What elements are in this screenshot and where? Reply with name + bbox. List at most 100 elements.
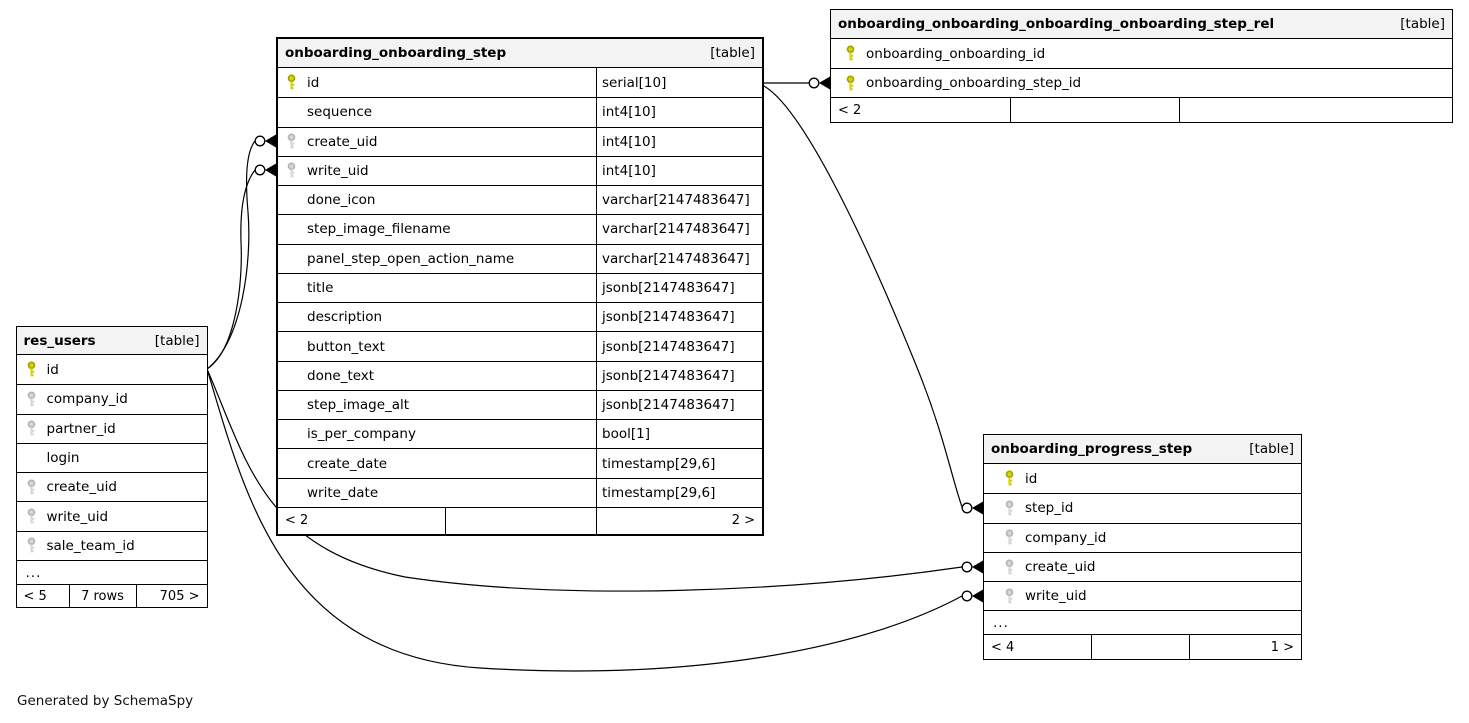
foreign-key-icon bbox=[27, 391, 35, 407]
foreign-key-icon bbox=[27, 420, 35, 436]
table-name-onboarding_onboarding_step[interactable]: onboarding_onboarding_step bbox=[285, 45, 507, 61]
column-name: sequence bbox=[307, 104, 373, 121]
column-type: int4[10] bbox=[596, 127, 762, 156]
footer-cell-2: 2 > bbox=[596, 507, 762, 534]
footer-cell-0: < 2 bbox=[838, 102, 862, 118]
column-row-onboarding_onboarding_id: onboarding_onboarding_id bbox=[831, 39, 1452, 68]
column-name: create_uid bbox=[307, 133, 378, 150]
table-onboarding_onboarding_onboarding_onboarding_step_rel: onboarding_onboarding_onboarding_onboard… bbox=[830, 9, 1453, 123]
footer-cell-0: < 4 bbox=[991, 639, 1015, 655]
column-row-sale_team_id: sale_team_id bbox=[16, 530, 207, 561]
key-icon-slot bbox=[845, 45, 858, 62]
column-row-button_text: button_text jsonb[2147483647] bbox=[278, 331, 762, 361]
column-row-create_uid: create_uid bbox=[984, 551, 1301, 582]
column-row-step_image_filename: step_image_filename varchar[2147483647] bbox=[278, 214, 762, 244]
column-type: varchar[2147483647] bbox=[596, 244, 762, 273]
foreign-key-icon bbox=[1005, 529, 1014, 545]
primary-key-icon bbox=[846, 75, 855, 90]
table-badge: [table] bbox=[710, 45, 755, 61]
foreign-key-icon bbox=[27, 537, 35, 553]
key-icon-slot bbox=[286, 162, 299, 179]
key-icon-slot bbox=[845, 75, 858, 92]
column-name: sale_team_id bbox=[46, 537, 135, 554]
column-name: id bbox=[1025, 470, 1038, 487]
foreign-key-icon bbox=[287, 162, 296, 178]
column-row-partner_id: partner_id bbox=[16, 413, 207, 443]
key-icon-slot bbox=[26, 420, 39, 437]
column-row-id: id bbox=[984, 464, 1301, 494]
relationship-line-res_users-progress-create_uid bbox=[206, 368, 963, 592]
column-type: bool[1] bbox=[596, 420, 762, 449]
column-type: jsonb[2147483647] bbox=[596, 332, 762, 361]
column-type: int4[10] bbox=[596, 156, 762, 186]
fk-endpoint-marker bbox=[961, 501, 983, 515]
ellipsis-text: ... bbox=[993, 614, 1009, 631]
column-name: write_uid bbox=[46, 508, 109, 525]
column-type: jsonb[2147483647] bbox=[596, 361, 762, 390]
primary-key-icon bbox=[27, 361, 35, 377]
column-row-company_id: company_id bbox=[16, 384, 207, 414]
key-icon-slot bbox=[26, 537, 39, 554]
table-badge: [table] bbox=[1400, 16, 1445, 32]
more-columns-row: ... bbox=[984, 610, 1301, 635]
column-row-create_uid: create_uid bbox=[16, 472, 207, 502]
table-footer: < 2 bbox=[831, 97, 1452, 122]
table-name-res_users[interactable]: res_users bbox=[23, 332, 96, 349]
table-header: onboarding_onboarding_step [table] bbox=[278, 39, 762, 68]
column-row-write_uid: write_uid bbox=[984, 581, 1301, 611]
column-name: description bbox=[307, 309, 383, 326]
key-icon-slot bbox=[1004, 500, 1017, 517]
column-name: create_uid bbox=[46, 479, 117, 496]
column-type: jsonb[2147483647] bbox=[596, 273, 762, 303]
key-icon-slot bbox=[286, 74, 299, 91]
table-name-onboarding_progress_step[interactable]: onboarding_progress_step bbox=[991, 441, 1193, 457]
footer-cell-1: 7 rows bbox=[68, 585, 136, 608]
column-name: write_uid bbox=[1025, 588, 1087, 605]
column-type: jsonb[2147483647] bbox=[596, 390, 762, 420]
footer-cell-2 bbox=[1179, 98, 1452, 122]
column-name: login bbox=[46, 450, 80, 467]
key-icon-slot bbox=[26, 479, 39, 496]
more-columns-row: ... bbox=[16, 560, 207, 585]
foreign-key-icon bbox=[27, 508, 35, 524]
column-name: button_text bbox=[307, 338, 385, 355]
foreign-key-icon bbox=[1005, 588, 1014, 604]
column-name: onboarding_onboarding_step_id bbox=[866, 75, 1082, 91]
footer-cell-0: < 5 bbox=[23, 588, 47, 604]
ellipsis-text: ... bbox=[25, 564, 42, 581]
column-type: varchar[2147483647] bbox=[596, 215, 762, 244]
column-name: id bbox=[307, 74, 320, 91]
table-header: res_users[table] bbox=[16, 327, 207, 355]
key-icon-slot bbox=[1004, 470, 1017, 487]
key-icon-slot bbox=[1004, 559, 1017, 576]
column-name: onboarding_onboarding_id bbox=[866, 45, 1046, 62]
footer-cell-2: 1 > bbox=[1189, 635, 1301, 660]
column-name: step_image_filename bbox=[307, 221, 451, 238]
foreign-key-icon bbox=[287, 133, 296, 149]
column-name: title bbox=[307, 279, 334, 296]
fk-endpoint-marker bbox=[254, 134, 276, 148]
column-row-onboarding_onboarding_step_id: onboarding_onboarding_step_id bbox=[831, 68, 1452, 97]
relationship-line-res_users-progress-write_uid bbox=[206, 368, 963, 672]
column-name: create_date bbox=[307, 455, 388, 472]
column-row-login: login bbox=[16, 442, 207, 473]
primary-key-icon bbox=[287, 74, 296, 90]
key-icon-slot bbox=[286, 133, 299, 150]
column-type: serial[10] bbox=[596, 68, 762, 98]
column-row-id: id bbox=[16, 355, 207, 385]
column-name: write_uid bbox=[307, 162, 369, 179]
column-name: step_image_alt bbox=[307, 397, 410, 414]
foreign-key-icon bbox=[1005, 559, 1014, 574]
table-name-onboarding_onboarding_onboarding_onboarding_step_rel[interactable]: onboarding_onboarding_onboarding_onboard… bbox=[838, 16, 1275, 32]
table-badge: [table] bbox=[1249, 441, 1294, 457]
